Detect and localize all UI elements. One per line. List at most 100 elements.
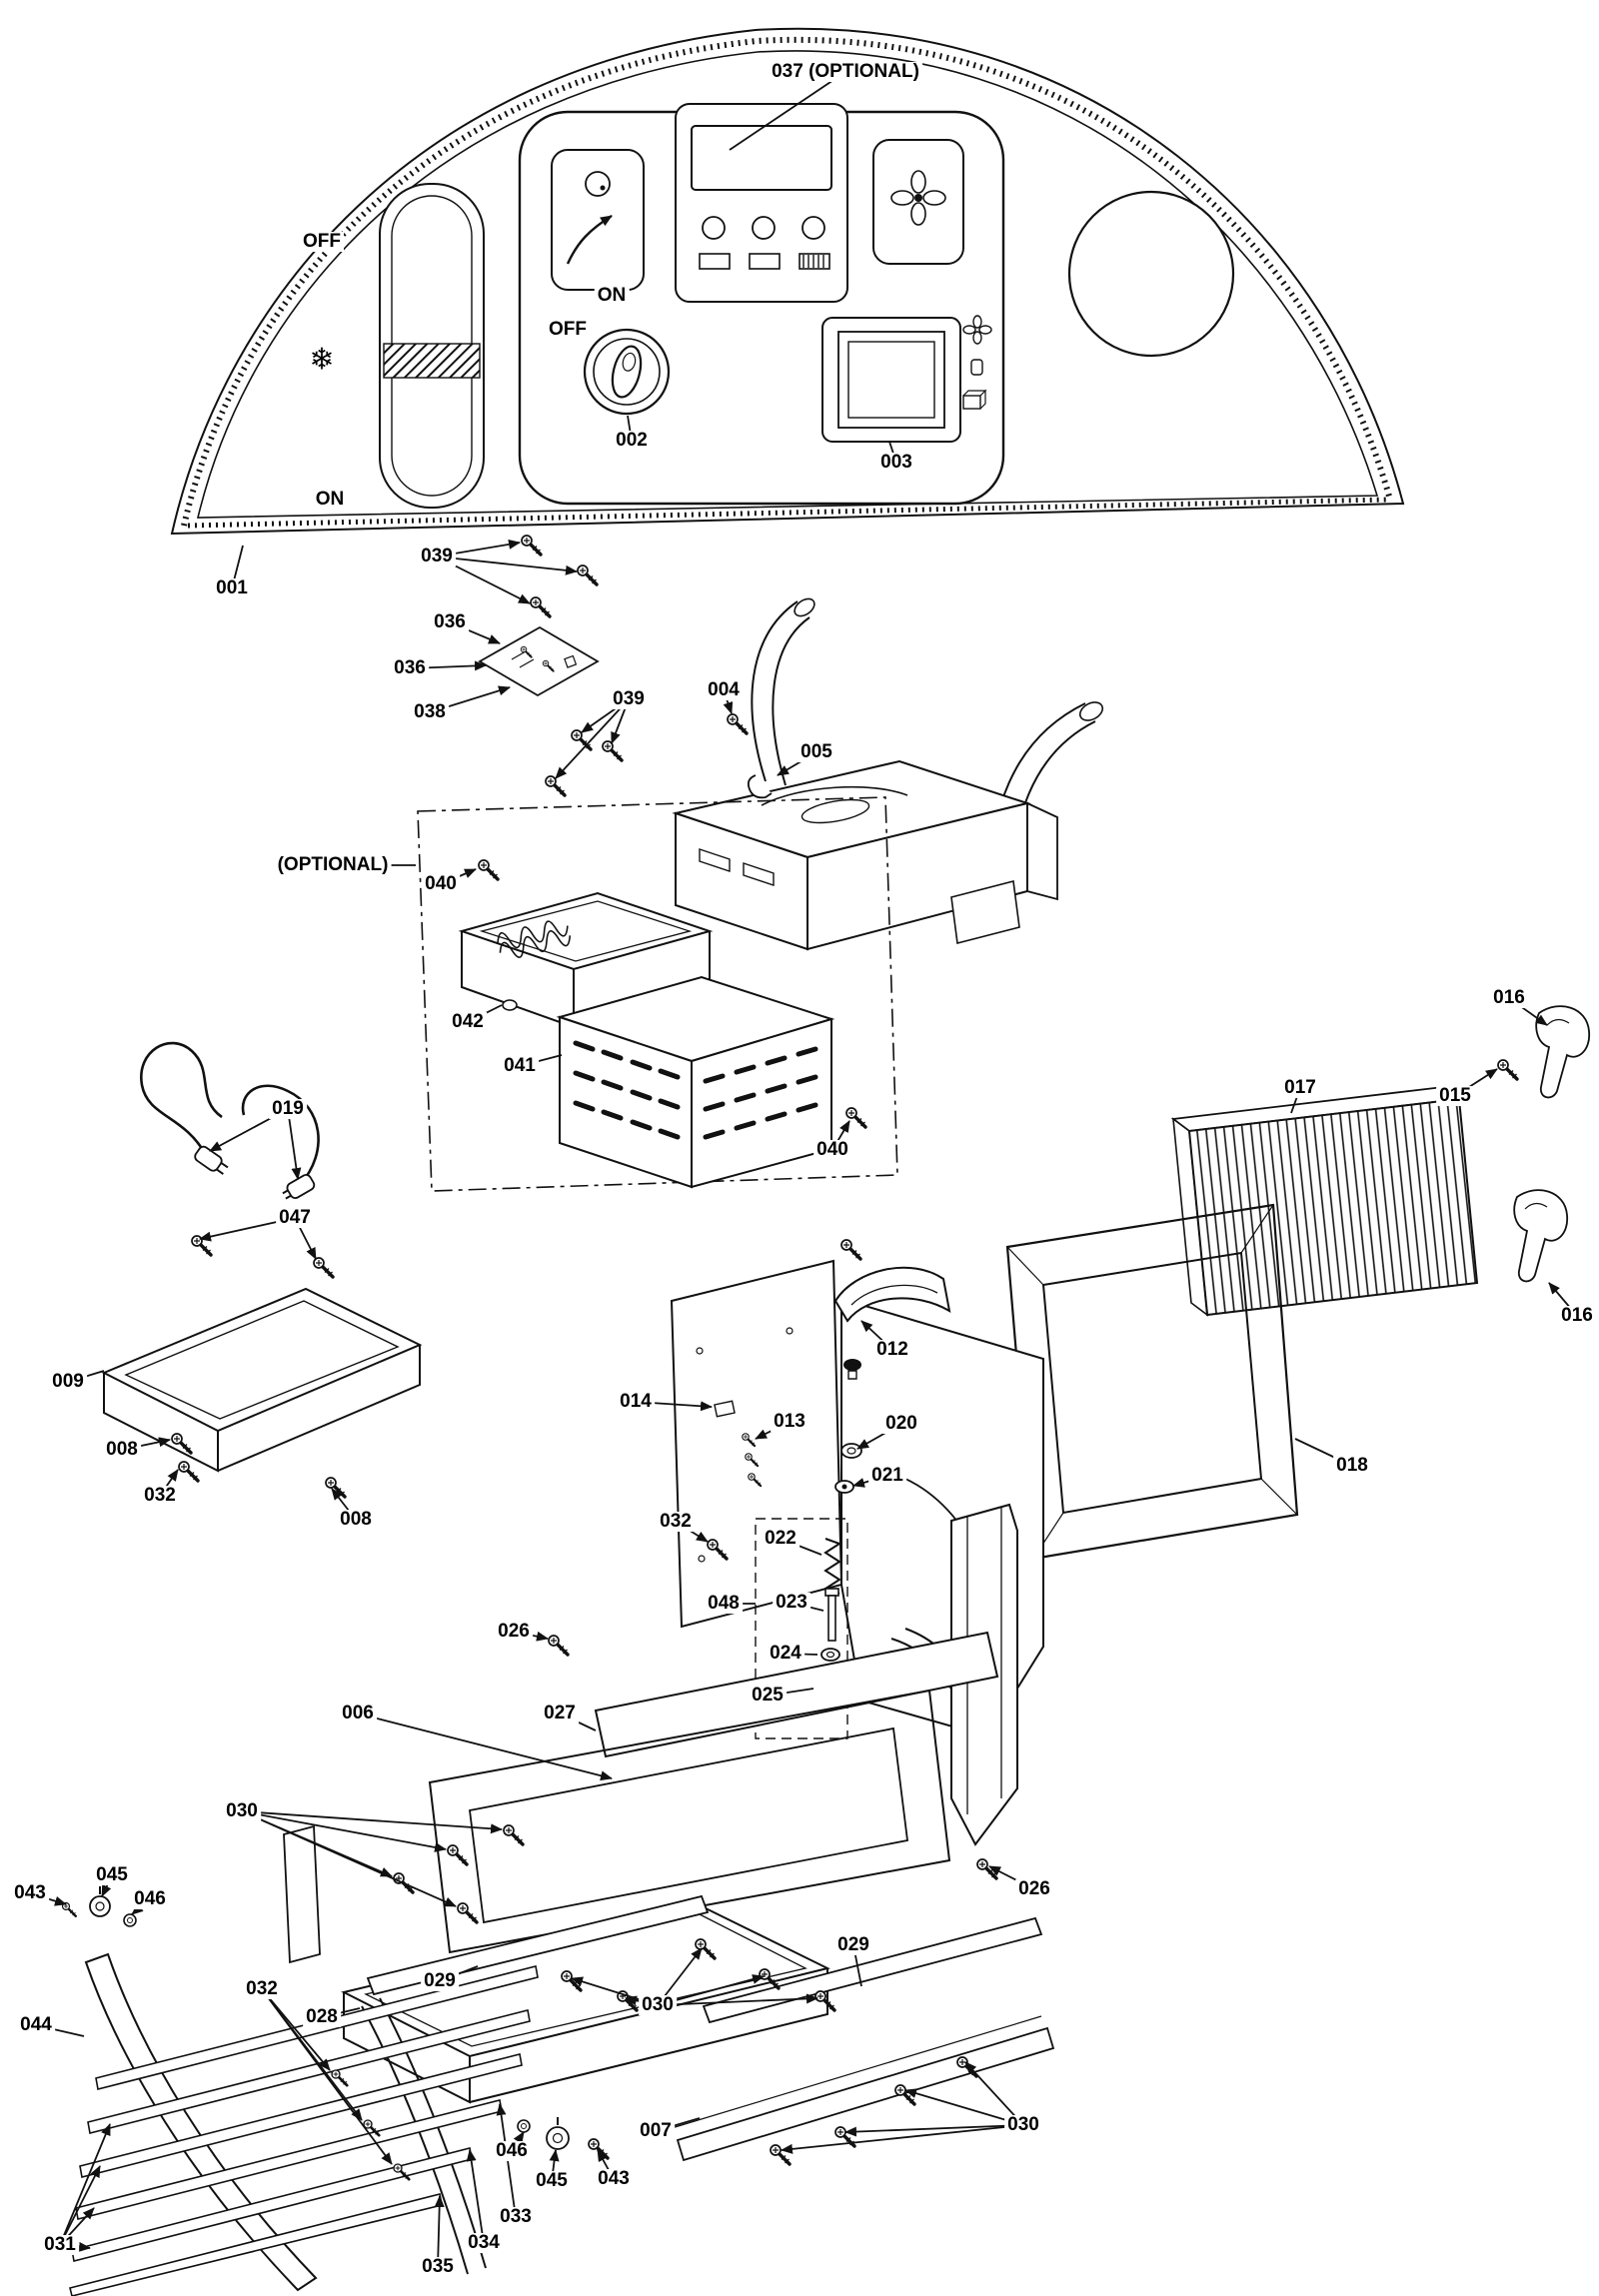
callout-036-b: 036 <box>391 658 429 678</box>
optional-heater-assembly <box>417 796 898 1192</box>
unit-icon <box>962 389 987 410</box>
vent-slots <box>573 1040 818 1140</box>
callout-008-b: 008 <box>337 1510 375 1530</box>
callout-017: 017 <box>1281 1078 1319 1098</box>
callout-023: 023 <box>773 1593 810 1613</box>
callout-004: 004 <box>705 680 743 700</box>
callout-003: 003 <box>877 453 915 473</box>
callout-038: 038 <box>411 702 449 722</box>
callout-028: 028 <box>303 2007 341 2027</box>
callout-029-b: 029 <box>421 1971 459 1991</box>
casters <box>89 1886 570 2150</box>
callout-030-b: 030 <box>639 1995 677 2015</box>
chassis-assembly <box>670 1259 1044 1846</box>
callout-039-b: 039 <box>610 689 648 709</box>
front-grille <box>69 1952 539 2296</box>
callout-020: 020 <box>882 1414 920 1434</box>
callout-014: 014 <box>617 1392 655 1412</box>
detail-box-048 <box>755 1518 848 1739</box>
display-panel-037 <box>675 103 848 303</box>
callout-041: 041 <box>501 1056 539 1076</box>
heater-coil <box>497 920 572 958</box>
callout-009: 009 <box>49 1372 87 1392</box>
callout-040-a: 040 <box>422 874 460 894</box>
callout-042: 042 <box>449 1012 487 1032</box>
louver-panel-003 <box>821 315 992 443</box>
callout-032-c: 032 <box>243 1979 281 1999</box>
grille-band-044 <box>84 1952 318 2292</box>
power-knob <box>583 328 671 416</box>
callout-032-a: 032 <box>141 1486 179 1506</box>
callout-016-b: 016 <box>1558 1306 1596 1326</box>
callout-035: 035 <box>419 2257 457 2277</box>
callout-037-optional: 037 (OPTIONAL) <box>769 62 922 82</box>
callout-033: 033 <box>497 2207 535 2227</box>
fan-icon <box>962 315 992 345</box>
callout-043-b: 043 <box>595 2169 633 2189</box>
drain-tray-009 <box>101 1287 423 1473</box>
cord-clip-005 <box>747 774 773 799</box>
callout-045-a: 045 <box>93 1865 131 1885</box>
callout-016-a: 016 <box>1490 988 1528 1008</box>
callout-007: 007 <box>637 2121 675 2141</box>
callout-off-dome: OFF <box>300 232 344 252</box>
callout-048: 048 <box>705 1594 743 1614</box>
callout-031: 031 <box>41 2235 79 2255</box>
power-slot <box>379 183 485 509</box>
callout-046-b: 046 <box>493 2141 531 2161</box>
callout-039-a: 039 <box>418 547 456 567</box>
swing-icon <box>970 359 983 376</box>
callout-026-a: 026 <box>495 1622 533 1642</box>
callout-030-c: 030 <box>1004 2115 1042 2135</box>
handle-assembly <box>672 597 1104 951</box>
callout-025: 025 <box>749 1686 787 1706</box>
callout-015: 015 <box>1436 1086 1474 1106</box>
callout-snowflake-icon: ❄ <box>309 343 335 377</box>
retainer-hooks-016 <box>1513 1005 1591 1283</box>
callout-044: 044 <box>17 2015 55 2035</box>
callout-002: 002 <box>613 431 651 451</box>
callout-012: 012 <box>873 1340 911 1360</box>
pin-023 <box>827 1595 836 1642</box>
air-filter-017 <box>1170 1086 1479 1317</box>
callout-019: 019 <box>269 1099 307 1119</box>
callout-001: 001 <box>213 578 251 598</box>
callout-030-a: 030 <box>223 1801 261 1821</box>
callout-008-a: 008 <box>103 1440 141 1460</box>
spring-022 <box>822 1538 842 1595</box>
fan-panel <box>872 139 964 265</box>
callout-026-b: 026 <box>1015 1879 1053 1899</box>
rear-panel-027 <box>594 1631 999 1758</box>
callout-032-b: 032 <box>657 1512 695 1532</box>
power-cord-019 <box>140 1041 320 1200</box>
callout-on-knob: ON <box>594 286 630 306</box>
callout-036-a: 036 <box>431 612 469 632</box>
callout-022: 022 <box>762 1529 800 1549</box>
thermostat-panel <box>551 149 645 291</box>
cover-plate-036 <box>478 625 600 697</box>
front-frame-006 <box>428 1689 951 1954</box>
callout-013: 013 <box>771 1412 808 1432</box>
callout-027: 027 <box>541 1704 579 1723</box>
callout-006: 006 <box>339 1704 377 1723</box>
callout-034: 034 <box>465 2233 503 2253</box>
callout-046-a: 046 <box>131 1889 169 1909</box>
callout-021: 021 <box>868 1466 906 1486</box>
callout-024: 024 <box>767 1644 804 1664</box>
callout-047: 047 <box>276 1208 314 1228</box>
round-grille <box>1067 190 1235 358</box>
rail-029-left <box>366 1894 710 1996</box>
rail-007 <box>676 2026 1055 2162</box>
control-panel-face <box>518 103 1235 506</box>
callout-045-b: 045 <box>533 2171 571 2191</box>
rail-029-right <box>702 1916 1043 2024</box>
callout-005: 005 <box>798 742 835 762</box>
callout-043-a: 043 <box>11 1883 49 1903</box>
carry-grip-012 <box>833 1266 951 1323</box>
callout-029-a: 029 <box>834 1935 872 1955</box>
callout-on-dome: ON <box>312 490 348 510</box>
callout-018: 018 <box>1333 1456 1371 1476</box>
callout-optional-label: (OPTIONAL) <box>274 855 392 875</box>
